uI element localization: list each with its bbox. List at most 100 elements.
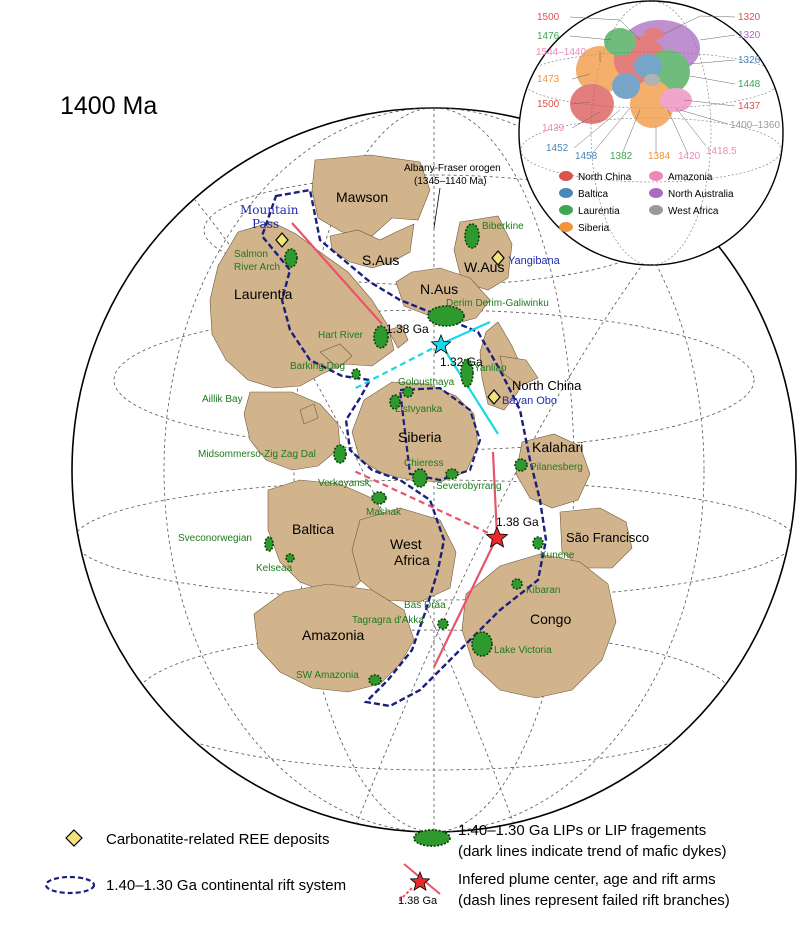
leader xyxy=(679,109,729,125)
label-siberia: Siberia xyxy=(398,429,442,445)
plume-age-labels: 1.38 Ga 1.32 Ga 1.38 Ga xyxy=(386,322,539,529)
label-west-africa-1: West xyxy=(390,536,422,552)
legend-plume-label-2: (dash lines represent failed rift branch… xyxy=(458,892,730,909)
craton-kalahari xyxy=(515,433,591,509)
inset-legend-label: Baltica xyxy=(578,189,608,200)
inset-age: 1326 xyxy=(738,55,761,66)
inset-age: 1320 xyxy=(738,30,761,41)
lip-labels: Biberkine Salmon River Arch Derim Derim-… xyxy=(178,221,583,681)
leader xyxy=(569,16,641,41)
label-kunene: Kunene xyxy=(540,550,575,561)
ree-mountain-pass xyxy=(275,232,289,248)
blob xyxy=(634,54,662,78)
craton-laurentia xyxy=(209,221,395,389)
age-africa: 1.38 Ga xyxy=(496,515,539,529)
inset-age: 1384 xyxy=(648,151,671,162)
inset-age: 1500 xyxy=(537,12,560,23)
label-w-aus: W.Aus xyxy=(464,259,504,275)
inset-age: 1452 xyxy=(546,143,569,154)
lip-listvyanka xyxy=(389,394,401,410)
inset-age: 1458 xyxy=(575,151,598,162)
inset-globe: 1500 1476 1544–1440 1473 1500 1439 1452 … xyxy=(518,0,784,266)
label-amazonia: Amazonia xyxy=(302,627,364,643)
legend-lip-symbol xyxy=(413,829,451,847)
leader xyxy=(689,75,736,85)
legend-plume-star xyxy=(409,870,431,891)
inset-age: 1439 xyxy=(542,123,565,134)
ree-labels: Mountain Pass Yangibana Bayan Obo xyxy=(240,203,561,407)
leader xyxy=(591,107,631,155)
inset-age: 1473 xyxy=(537,74,560,85)
label-pilanesberg: Pilanesberg xyxy=(530,462,583,473)
label-salmon-river-1: Salmon xyxy=(234,249,268,260)
continents xyxy=(209,154,633,699)
lip-pilanesberg xyxy=(514,458,528,472)
inset-age: 1400–1360 xyxy=(730,120,780,131)
legend-ree-label: Carbonatite-related REE deposits xyxy=(106,831,329,848)
label-bas-draa: Bas Drâa xyxy=(404,600,446,611)
legend-plume-age: 1.38 Ga xyxy=(398,895,438,907)
lip-sw-amazonia xyxy=(368,674,382,686)
age-north-china: 1.32 Ga xyxy=(440,355,483,369)
label-midsommerso: Midsommerso-Zig Zag Dal xyxy=(198,449,316,460)
age-laurentia: 1.38 Ga xyxy=(386,322,429,336)
blob xyxy=(660,88,692,112)
label-chieress: Chieress xyxy=(404,458,443,469)
leader xyxy=(683,99,736,107)
legend-lip-label-1: 1.40–1.30 Ga LIPs or LIP fragements xyxy=(458,822,706,839)
arm xyxy=(440,343,499,435)
arm-failed xyxy=(351,469,498,538)
label-baltica: Baltica xyxy=(292,521,334,537)
craton-west-africa xyxy=(351,507,457,603)
inset-legend-swatch xyxy=(649,171,663,181)
inset-leaders xyxy=(569,15,736,155)
inset-age: 1437 xyxy=(738,101,761,112)
inset-age: 1500 xyxy=(537,99,560,110)
label-derim: Derim Derim-Galiwinku xyxy=(446,298,549,309)
blob xyxy=(644,74,660,86)
inset-legend-swatch xyxy=(559,188,573,198)
inset-age: 1544–1440 xyxy=(536,47,586,58)
plume-star-africa xyxy=(485,525,509,548)
label-sw-amazonia: SW Amazonia xyxy=(296,670,359,681)
leader xyxy=(689,59,736,65)
leader xyxy=(571,111,601,129)
label-bayan-obo: Bayan Obo xyxy=(502,395,557,407)
legend-rift-symbol xyxy=(44,875,96,895)
label-biberkine: Biberkine xyxy=(482,221,524,232)
inset-legend-label: North Australia xyxy=(668,189,734,200)
craton-north-china-east xyxy=(499,355,539,387)
label-kelseaa: Kelseaa xyxy=(256,563,293,574)
leader xyxy=(573,109,621,149)
leader xyxy=(571,101,591,105)
lip-lake-victoria xyxy=(471,631,493,657)
legend-ree-symbol xyxy=(65,829,83,847)
inset-legend-swatch xyxy=(649,205,663,215)
label-yanliao: Yanliao xyxy=(474,363,507,374)
craton-labels: Mawson S.Aus W.Aus N.Aus Laurentia North… xyxy=(234,189,649,643)
island xyxy=(387,325,409,349)
map-title: 1400 Ma xyxy=(60,92,157,120)
label-aillik-bay: Aillik Bay xyxy=(202,394,243,405)
inset-legend-label: West Africa xyxy=(668,206,719,217)
legend-plume-label-1: Infered plume center, age and rift arms xyxy=(458,871,716,888)
lip-tagragra xyxy=(437,618,449,630)
leader xyxy=(699,34,736,41)
inset-legend-label: Amazonia xyxy=(668,172,713,183)
label-sveconorwegian: Sveconorwegian xyxy=(178,533,252,544)
lip-biberkine xyxy=(464,223,480,249)
leader xyxy=(663,15,736,35)
legend-plume-arm-failed xyxy=(397,887,413,903)
inset-age-labels: 1500 1476 1544–1440 1473 1500 1439 1452 … xyxy=(536,12,780,162)
label-tagragra: Tagragra d'Akka xyxy=(352,615,424,626)
island xyxy=(299,403,319,425)
blob xyxy=(644,28,664,40)
inset-blobs xyxy=(570,20,700,128)
lips xyxy=(264,223,544,686)
craton-n-aus xyxy=(395,267,491,325)
inset-legend-swatch xyxy=(649,188,663,198)
inset-legend-label: North China xyxy=(578,172,632,183)
label-s-aus: S.Aus xyxy=(362,252,399,268)
lip-midsommerso xyxy=(333,444,347,464)
